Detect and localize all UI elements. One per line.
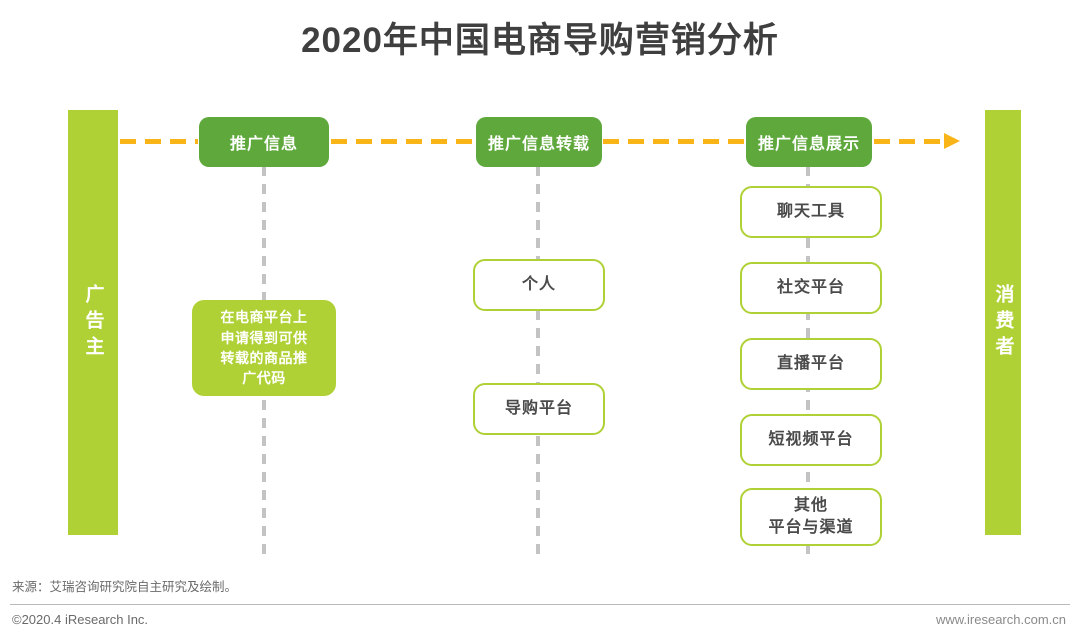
vertical-dashed-connector-2 [536, 166, 540, 556]
actor-bar-advertiser: 广告主 [68, 110, 118, 535]
flow-dashed-line-segment-3 [603, 139, 745, 144]
node-label: 聊天工具 [776, 203, 845, 221]
node-label: 其他 平台与渠道 [768, 497, 854, 536]
node-label: 在电商平台上 申请得到可供 转载的商品推 广代码 [220, 309, 308, 387]
node-label: 直播平台 [776, 355, 845, 373]
flow-dashed-line-segment-4 [874, 139, 946, 144]
flow-dashed-line-segment-2 [331, 139, 475, 144]
node-box: 社交平台 [740, 262, 882, 314]
node-label: 社交平台 [776, 279, 845, 297]
actor-bar-consumer: 消费者 [985, 110, 1021, 535]
source-note: 来源：艾瑞咨询研究院自主研究及绘制。 [12, 580, 238, 594]
website-link[interactable]: www.iresearch.com.cn [935, 612, 1066, 627]
column-header-promotion-info: 推广信息 [199, 117, 329, 167]
node-box: 其他 平台与渠道 [740, 488, 882, 546]
node-label: 个人 [521, 276, 556, 294]
node-box: 聊天工具 [740, 186, 882, 238]
node-label: 短视频平台 [768, 431, 854, 449]
actor-label-consumer: 消费者 [992, 283, 1014, 362]
copyright-text: ©2020.4 iResearch Inc. [12, 612, 149, 627]
node-box: 短视频平台 [740, 414, 882, 466]
column-header-promotion-display: 推广信息展示 [746, 117, 872, 167]
flow-arrow-icon [944, 133, 960, 149]
node-box: 个人 [473, 259, 605, 311]
node-box: 直播平台 [740, 338, 882, 390]
node-box: 在电商平台上 申请得到可供 转载的商品推 广代码 [192, 300, 336, 396]
node-box: 导购平台 [473, 383, 605, 435]
flow-dashed-line-segment-1 [120, 139, 198, 144]
page-title: 2020年中国电商导购营销分析 [301, 21, 779, 60]
node-label: 导购平台 [504, 400, 573, 418]
actor-label-advertiser: 广告主 [82, 283, 104, 362]
column-header-promotion-repost: 推广信息转载 [476, 117, 602, 167]
footer-divider [10, 604, 1070, 605]
